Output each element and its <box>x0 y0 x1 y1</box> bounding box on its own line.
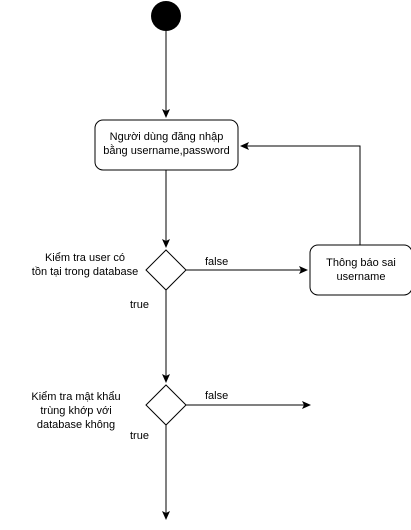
check-user-label: Kiểm tra user có tồn tại trong database <box>31 252 139 278</box>
user-false-label: false <box>205 256 229 268</box>
check-user-decision <box>145 249 187 291</box>
start-node <box>151 1 181 31</box>
error-username-box <box>309 244 411 296</box>
password-true-label: true <box>130 430 149 442</box>
user-true-label: true <box>130 299 149 311</box>
password-false-label: false <box>205 390 229 402</box>
error-username-label: Thông báo sai username <box>326 257 396 283</box>
check-password-label: Kiểm tra mật khẩu trùng khớp với databas… <box>31 391 121 431</box>
login-action-label: Người dùng đăng nhập bằng username,passw… <box>103 131 230 157</box>
edge-error-to-login <box>240 142 361 245</box>
check-password-decision <box>145 384 187 426</box>
